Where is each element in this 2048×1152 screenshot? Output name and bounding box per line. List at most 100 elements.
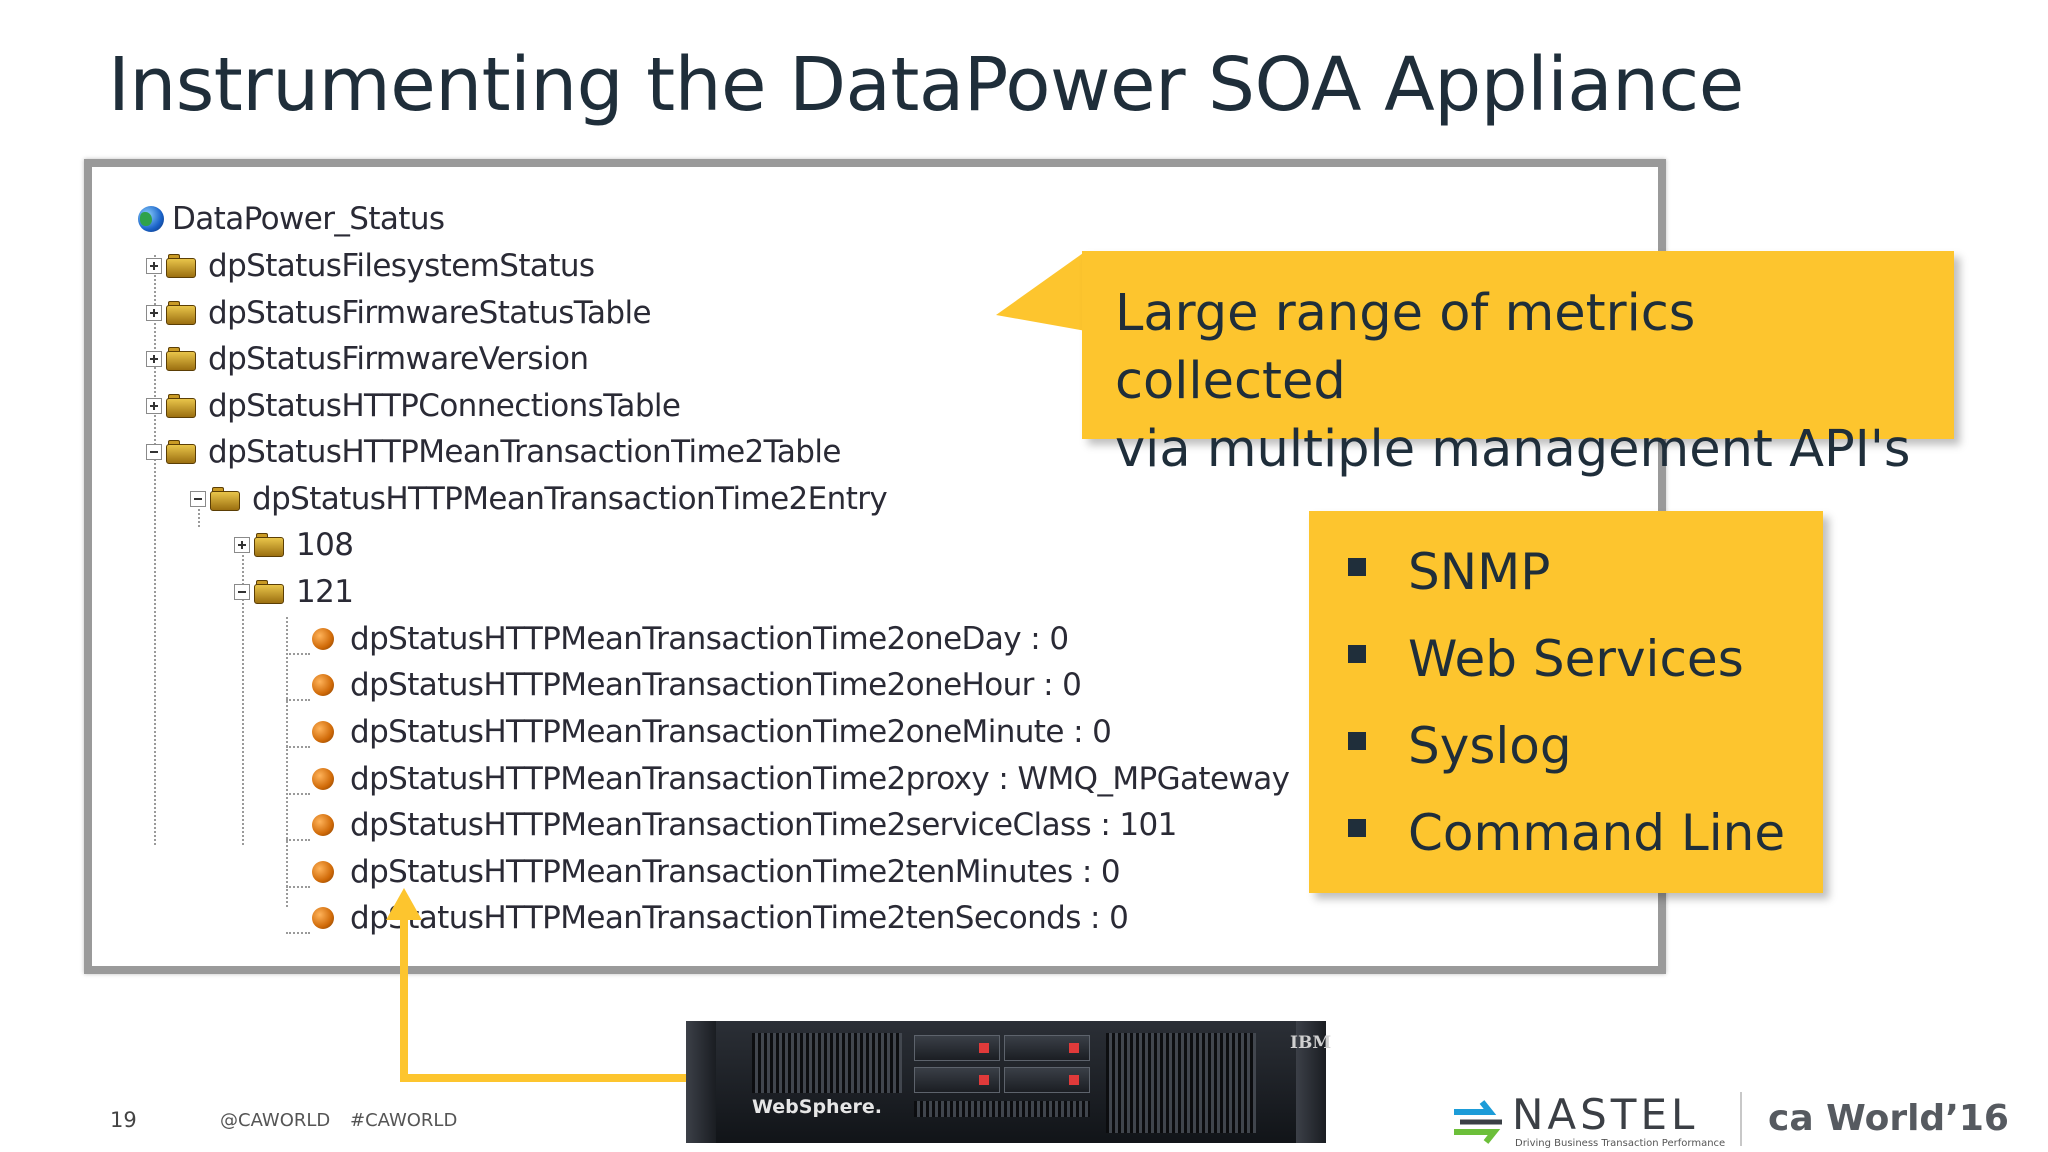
tree-node-label: dpStatusHTTPMeanTransactionTime2Entry [252,481,888,517]
tree-node-label: 121 [296,574,354,610]
tree-node[interactable]: dpStatusHTTPConnectionsTable [146,386,681,426]
tree-node[interactable]: dpStatusFilesystemStatus [146,246,595,286]
footer-hashtags: @CAWORLD #CAWORLD [220,1110,458,1131]
rack-ear [686,1021,716,1143]
tree-node[interactable]: dpStatusHTTPMeanTransactionTime2Table [146,432,841,472]
folder-icon [166,347,196,371]
bullet-icon [1348,819,1366,837]
folder-icon [254,580,284,604]
tree-guide-line [286,932,310,934]
tree-leaf[interactable]: dpStatusHTTPMeanTransactionTime2tenSecon… [312,898,1129,938]
tree-guide-line [154,255,156,845]
tree-node[interactable]: dpStatusFirmwareStatusTable [146,293,652,333]
tree-guide-line [286,886,310,888]
vent-grille [752,1033,902,1093]
rack-ear [1296,1021,1326,1143]
globe-icon [138,206,164,232]
tree-leaf[interactable]: dpStatusHTTPMeanTransactionTime2oneHour … [312,665,1082,705]
metrics-callout-text: Large range of metrics collected via mul… [1115,280,1935,484]
logo-divider [1740,1092,1742,1146]
tree-node-label: dpStatusFilesystemStatus [208,248,595,284]
bullet-icon [1348,645,1366,663]
tree-leaf-label: dpStatusHTTPMeanTransactionTime2oneHour … [350,667,1082,703]
tree-leaf[interactable]: dpStatusHTTPMeanTransactionTime2serviceC… [312,805,1177,845]
vent-grille [1106,1033,1256,1133]
connector-arrow [400,912,408,1082]
expand-icon[interactable] [146,305,162,321]
leaf-value-icon [312,814,334,836]
tree-node[interactable]: dpStatusHTTPMeanTransactionTime2Entry [190,479,888,519]
expand-icon[interactable] [146,351,162,367]
tree-node-label: dpStatusFirmwareStatusTable [208,295,652,331]
metrics-callout-line: via multiple management API's [1115,420,1911,479]
folder-icon [166,440,196,464]
metrics-callout-line: Large range of metrics collected [1115,284,1696,411]
tree-leaf[interactable]: dpStatusHTTPMeanTransactionTime2tenMinut… [312,852,1121,892]
tree-node[interactable]: 121 [234,572,354,612]
tree-leaf-label: dpStatusHTTPMeanTransactionTime2proxy : … [350,761,1290,797]
leaf-value-icon [312,674,334,696]
drive-bay [914,1035,1000,1061]
tree-leaf-label: dpStatusHTTPMeanTransactionTime2tenSecon… [350,900,1129,936]
api-list-callout [1309,511,1823,893]
tree-leaf-label: dpStatusHTTPMeanTransactionTime2tenMinut… [350,854,1121,890]
collapse-icon[interactable] [234,584,250,600]
metrics-callout [1082,251,1954,439]
folder-icon [210,487,240,511]
nastel-logo-icon [1454,1100,1502,1144]
folder-icon [254,533,284,557]
tree-leaf[interactable]: dpStatusHTTPMeanTransactionTime2oneDay :… [312,619,1069,659]
collapse-icon[interactable] [146,444,162,460]
folder-icon [166,254,196,278]
tree-leaf-label: dpStatusHTTPMeanTransactionTime2serviceC… [350,807,1177,843]
bullet-icon [1348,558,1366,576]
api-list-item: Command Line [1348,803,1785,863]
api-list-item: Web Services [1348,629,1744,689]
tree-node[interactable]: 108 [234,525,354,565]
tree-node[interactable]: dpStatusFirmwareVersion [146,339,589,379]
leaf-value-icon [312,861,334,883]
tree-guide-line [242,543,244,845]
datapower-appliance-image [686,1021,1326,1143]
api-list-label: SNMP [1408,543,1551,601]
tree-root[interactable]: DataPower_Status [138,199,445,239]
nastel-logo-text: NASTEL [1512,1090,1699,1139]
folder-icon [166,394,196,418]
api-list-label: Command Line [1408,804,1786,862]
websphere-brand: WebSphere. [752,1096,882,1118]
tree-guide-line [286,653,310,655]
tree-leaf[interactable]: dpStatusHTTPMeanTransactionTime2oneMinut… [312,712,1112,752]
drive-bay [1004,1067,1090,1093]
tree-guide-line [198,497,200,527]
api-list-item: Syslog [1348,716,1572,776]
api-list-label: Syslog [1408,717,1572,775]
tree-node-label: dpStatusHTTPConnectionsTable [208,388,681,424]
drive-bay [1004,1035,1090,1061]
expand-icon[interactable] [146,398,162,414]
tree-guide-line [286,839,310,841]
leaf-value-icon [312,907,334,929]
nastel-tagline: Driving Business Transaction Performance [1515,1138,1726,1149]
leaf-value-icon [312,768,334,790]
connector-arrow [400,1074,718,1082]
folder-icon [166,301,196,325]
tree-guide-line [286,746,310,748]
api-list-item: SNMP [1348,542,1550,602]
expand-icon[interactable] [146,258,162,274]
tree-guide-line [286,793,310,795]
leaf-value-icon [312,628,334,650]
vent-grille [914,1101,1090,1117]
caworld-logo: ca World’16 [1768,1098,2009,1139]
tree-node-label: dpStatusHTTPMeanTransactionTime2Table [208,434,841,470]
api-list-label: Web Services [1408,630,1744,688]
drive-bay [914,1067,1000,1093]
collapse-icon[interactable] [190,491,206,507]
tree-leaf[interactable]: dpStatusHTTPMeanTransactionTime2proxy : … [312,759,1290,799]
expand-icon[interactable] [234,537,250,553]
tree-node-label: 108 [296,527,354,563]
tree-guide-line [286,699,310,701]
tree-leaf-label: dpStatusHTTPMeanTransactionTime2oneMinut… [350,714,1112,750]
slide-title: Instrumenting the DataPower SOA Applianc… [108,42,1744,128]
tree-node-label: dpStatusFirmwareVersion [208,341,589,377]
page-number: 19 [110,1108,137,1132]
